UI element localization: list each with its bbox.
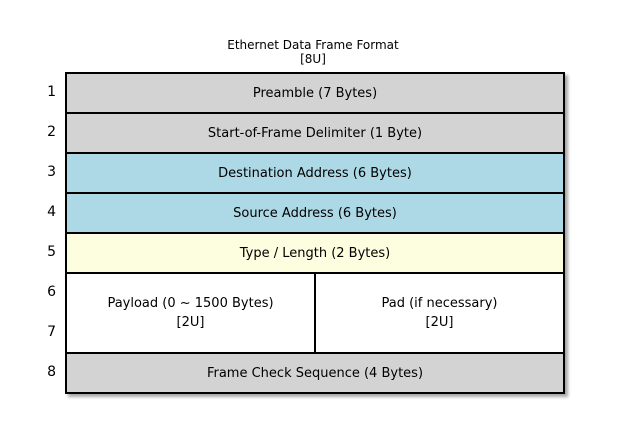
row-destination-address: Destination Address (6 Bytes) <box>67 154 563 194</box>
row-number-3: 3 <box>47 164 56 180</box>
row-source-address: Source Address (6 Bytes) <box>67 194 563 234</box>
row-number-7: 7 <box>47 324 56 340</box>
diagram-title-line2: [8U] <box>300 52 326 66</box>
row-payload-pad: Payload (0 ~ 1500 Bytes) [2U] Pad (if ne… <box>67 274 563 354</box>
row-number-8: 8 <box>47 364 56 380</box>
diagram-title: Ethernet Data Frame Format [8U] <box>65 38 561 66</box>
row-type-length-label: Type / Length (2 Bytes) <box>239 245 391 261</box>
cell-payload: Payload (0 ~ 1500 Bytes) [2U] <box>67 274 316 352</box>
row-number-6: 6 <box>47 284 56 300</box>
row-source-address-label: Source Address (6 Bytes) <box>233 205 397 221</box>
row-preamble-label: Preamble (7 Bytes) <box>252 85 378 101</box>
row-preamble: Preamble (7 Bytes) <box>67 74 563 114</box>
row-destination-address-label: Destination Address (6 Bytes) <box>218 165 412 181</box>
cell-payload-label: Payload (0 ~ 1500 Bytes) <box>107 296 274 311</box>
cell-pad: Pad (if necessary) [2U] <box>316 274 563 352</box>
row-start-of-frame-delimiter: Start-of-Frame Delimiter (1 Byte) <box>67 114 563 154</box>
row-number-5: 5 <box>47 244 56 260</box>
row-sfd-label: Start-of-Frame Delimiter (1 Byte) <box>207 125 423 141</box>
frame-table: Preamble (7 Bytes) Start-of-Frame Delimi… <box>65 72 565 394</box>
row-number-1: 1 <box>47 84 56 100</box>
cell-pad-label: Pad (if necessary) <box>381 296 498 311</box>
cell-pad-sublabel: [2U] <box>425 315 454 330</box>
row-number-2: 2 <box>47 124 56 140</box>
diagram-title-line1: Ethernet Data Frame Format <box>227 38 399 52</box>
row-type-length: Type / Length (2 Bytes) <box>67 234 563 274</box>
row-frame-check-sequence: Frame Check Sequence (4 Bytes) <box>67 354 563 392</box>
row-number-4: 4 <box>47 204 56 220</box>
cell-payload-sublabel: [2U] <box>176 315 205 330</box>
row-fcs-label: Frame Check Sequence (4 Bytes) <box>206 365 424 381</box>
